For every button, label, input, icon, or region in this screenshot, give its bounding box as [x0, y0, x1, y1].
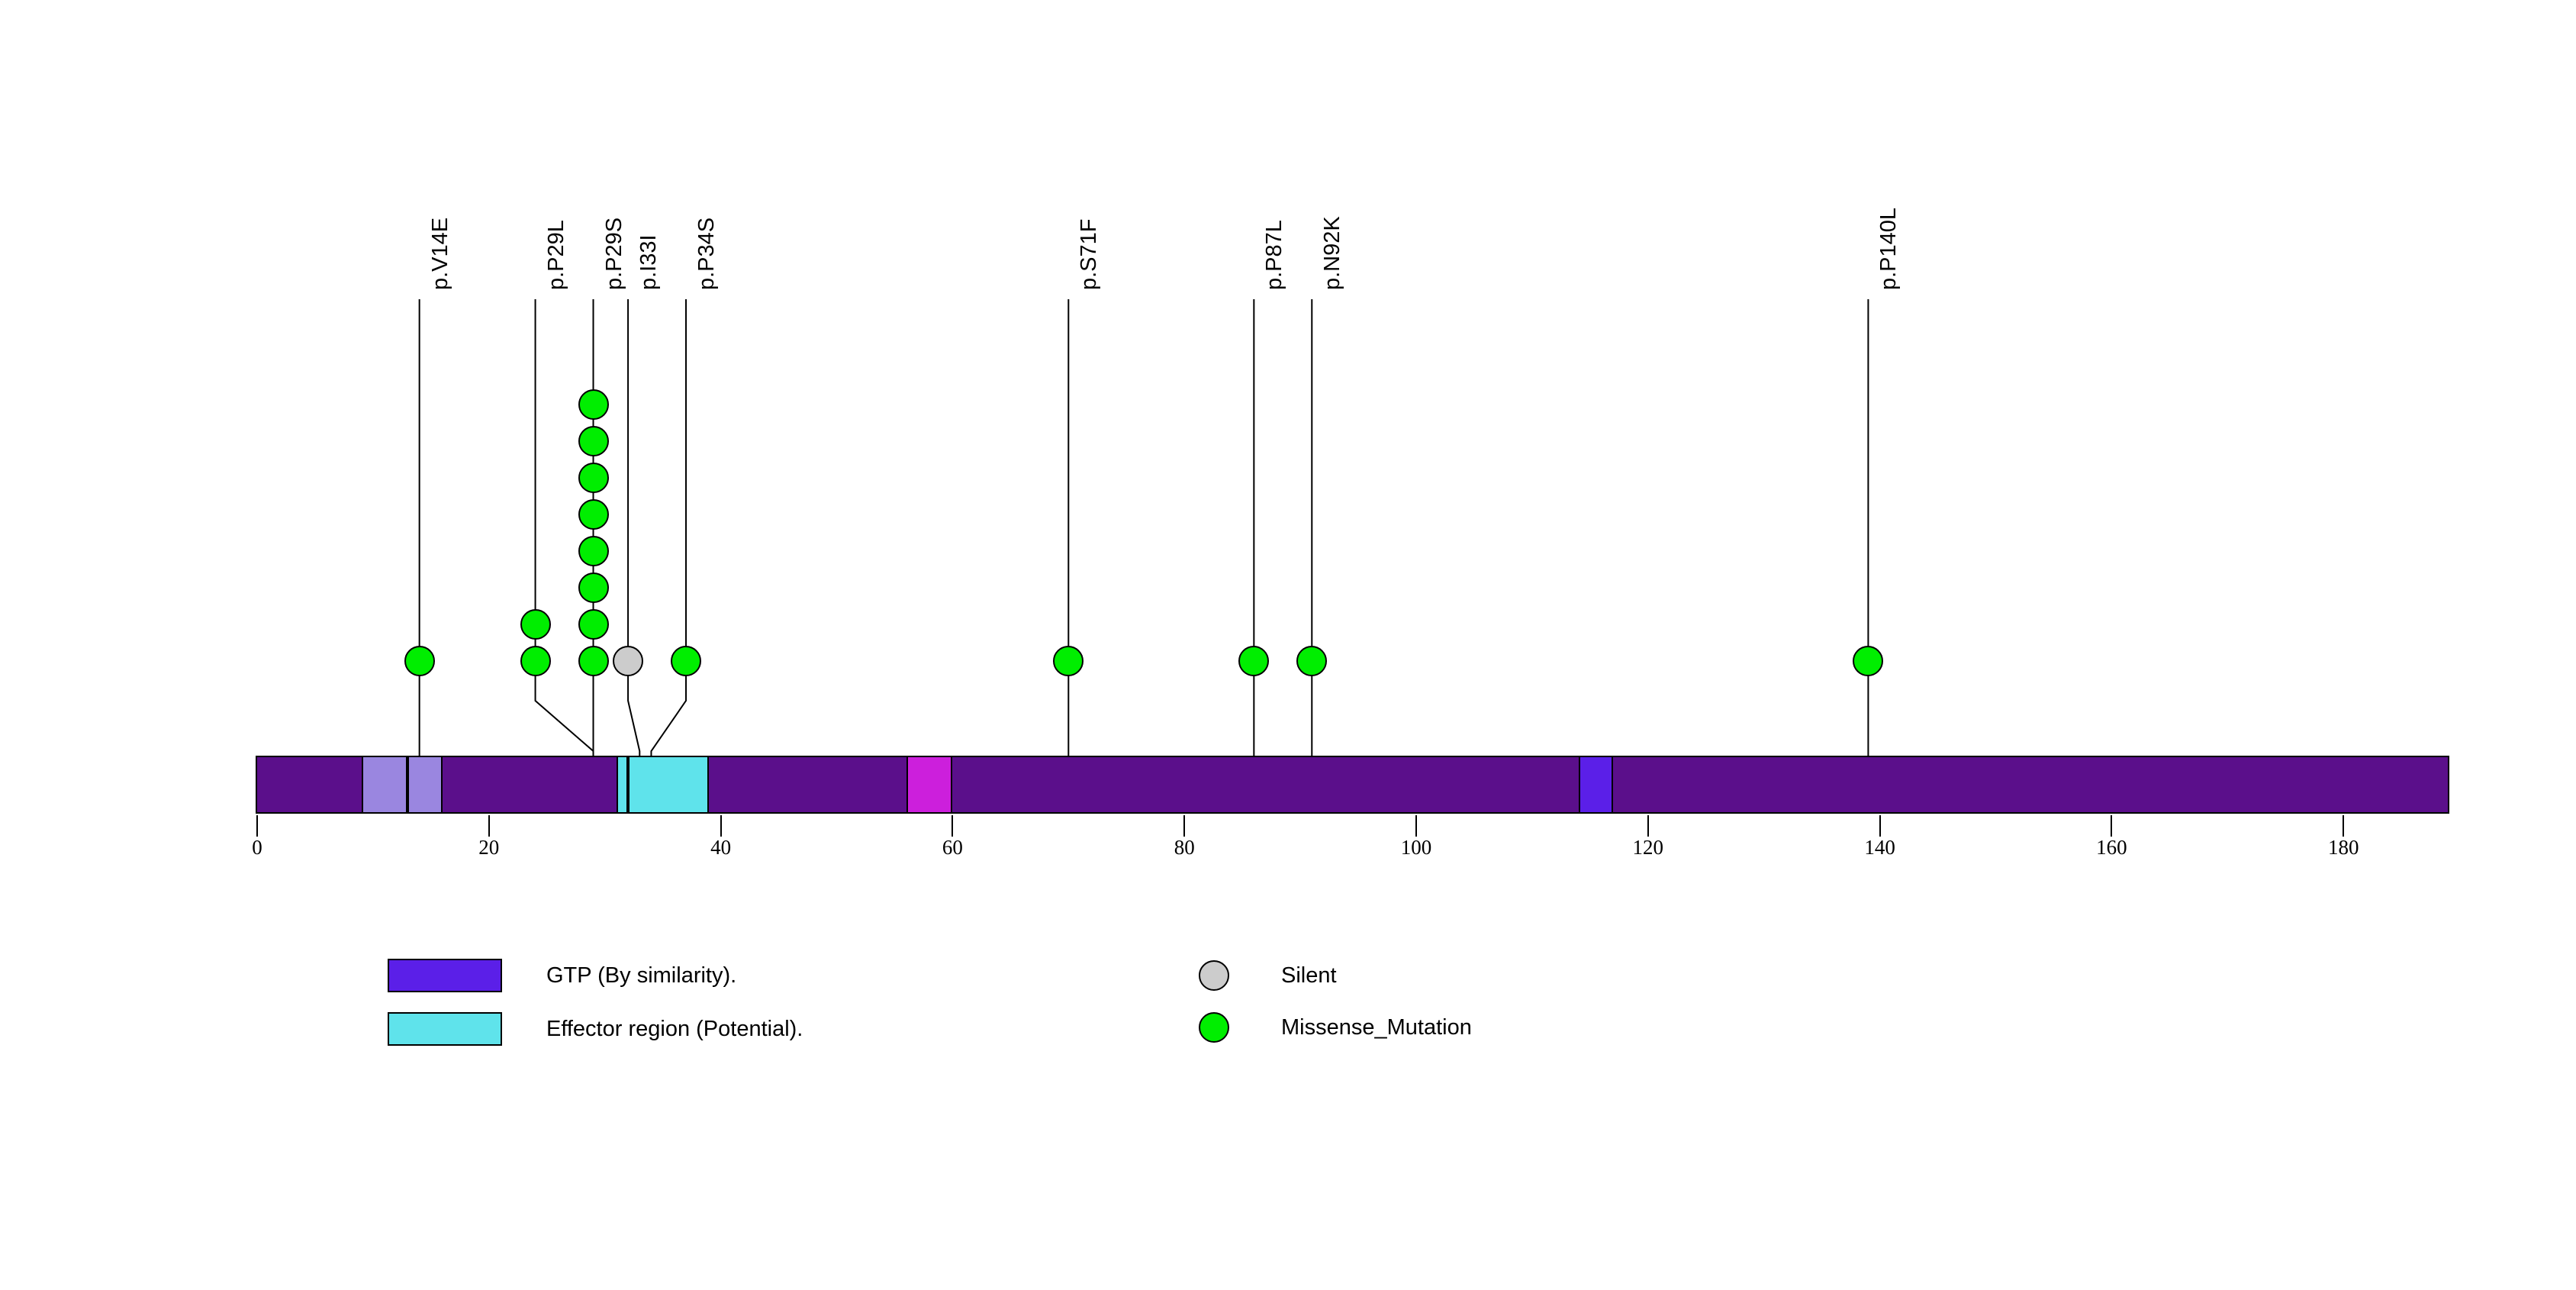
lollipop-dot-p.P29S-4[interactable] — [578, 499, 609, 530]
lollipop-dot-p.P140L-0[interactable] — [1853, 646, 1884, 676]
axis-tick-label-120: 120 — [1632, 836, 1664, 859]
axis-tick-160 — [2111, 815, 2113, 837]
mutation-label-p.V14E: p.V14E — [427, 217, 452, 290]
lollipop-dot-p.P29L-1[interactable] — [520, 609, 551, 640]
legend-swatch-gtp — [388, 959, 502, 992]
lollipop-dot-p.P34S-0[interactable] — [671, 646, 702, 676]
legend-row-domain-0[interactable]: GTP (By similarity). — [388, 959, 736, 992]
protein-backbone[interactable] — [256, 756, 2449, 814]
mutation-label-p.P140L: p.P140L — [1876, 207, 1901, 290]
lollipop-dot-p.P87L-0[interactable] — [1238, 646, 1270, 676]
legend-dot-silent — [1199, 960, 1229, 991]
lollipop-dot-p.P29S-6[interactable] — [578, 426, 609, 456]
legend-dot-missense — [1199, 1012, 1229, 1043]
mutation-label-p.I33I: p.I33I — [636, 234, 662, 290]
legend-label-effector: Effector region (Potential). — [546, 1016, 803, 1041]
protein-domain-0[interactable] — [361, 757, 408, 812]
axis-tick-120 — [1647, 815, 1649, 837]
axis-tick-label-0: 0 — [252, 836, 262, 859]
lollipop-dot-p.I33I-0[interactable] — [613, 646, 644, 676]
protein-domain-5[interactable] — [1578, 757, 1614, 812]
lollipop-dot-p.V14E-0[interactable] — [404, 646, 435, 676]
lollipop-stem-p.P34S — [650, 299, 687, 756]
protein-domain-3[interactable] — [628, 757, 710, 812]
lollipop-dot-p.S71F-0[interactable] — [1053, 646, 1084, 676]
legend-swatch-effector — [388, 1012, 502, 1046]
axis-tick-label-180: 180 — [2327, 836, 2359, 859]
axis-tick-label-80: 80 — [1174, 836, 1195, 859]
axis-tick-20 — [488, 815, 490, 837]
axis-tick-80 — [1183, 815, 1186, 837]
mutation-label-p.P87L: p.P87L — [1262, 220, 1287, 290]
lollipop-dot-p.P29S-0[interactable] — [578, 646, 609, 676]
lollipop-dot-p.P29L-0[interactable] — [520, 646, 551, 676]
lollipop-dot-p.P29S-1[interactable] — [578, 609, 609, 640]
axis-tick-40 — [720, 815, 722, 837]
legend: GTP (By similarity). Effector region (Po… — [388, 953, 1532, 1059]
axis-tick-60 — [952, 815, 954, 837]
mutation-label-p.P29L: p.P29L — [543, 220, 568, 290]
lollipop-dot-p.P29S-5[interactable] — [578, 463, 609, 493]
protein-domain-2[interactable] — [616, 757, 629, 812]
axis-tick-label-20: 20 — [478, 836, 500, 859]
axis-tick-140 — [1879, 815, 1881, 837]
lollipop-dot-p.P29S-2[interactable] — [578, 572, 609, 603]
legend-row-domain-1[interactable]: Effector region (Potential). — [388, 1012, 803, 1046]
axis-tick-label-60: 60 — [942, 836, 963, 859]
axis-tick-100 — [1415, 815, 1417, 837]
mutation-label-p.N92K: p.N92K — [1320, 216, 1345, 290]
legend-label-missense: Missense_Mutation — [1281, 1014, 1472, 1040]
legend-label-gtp: GTP (By similarity). — [546, 963, 737, 988]
legend-row-mutation-0[interactable]: Silent — [1199, 960, 1337, 991]
axis-tick-0 — [256, 815, 258, 837]
legend-row-mutation-1[interactable]: Missense_Mutation — [1199, 1012, 1472, 1043]
axis-tick-180 — [2343, 815, 2345, 837]
lollipop-dot-p.N92K-0[interactable] — [1296, 646, 1328, 676]
axis-tick-label-140: 140 — [1864, 836, 1895, 859]
mutation-label-p.S71F: p.S71F — [1077, 218, 1102, 291]
axis-tick-label-100: 100 — [1400, 836, 1432, 859]
lollipop-stem-p.I33I — [627, 299, 641, 756]
protein-domain-4[interactable] — [906, 757, 953, 812]
mutation-label-p.P29S: p.P29S — [601, 217, 626, 290]
legend-label-silent: Silent — [1281, 963, 1337, 988]
mutation-label-p.P34S: p.P34S — [694, 217, 720, 290]
lollipop-dot-p.P29S-3[interactable] — [578, 536, 609, 566]
lollipop-dot-p.P29S-7[interactable] — [578, 389, 609, 420]
axis-tick-label-40: 40 — [710, 836, 732, 859]
protein-domain-1[interactable] — [407, 757, 443, 812]
axis-tick-label-160: 160 — [2096, 836, 2127, 859]
